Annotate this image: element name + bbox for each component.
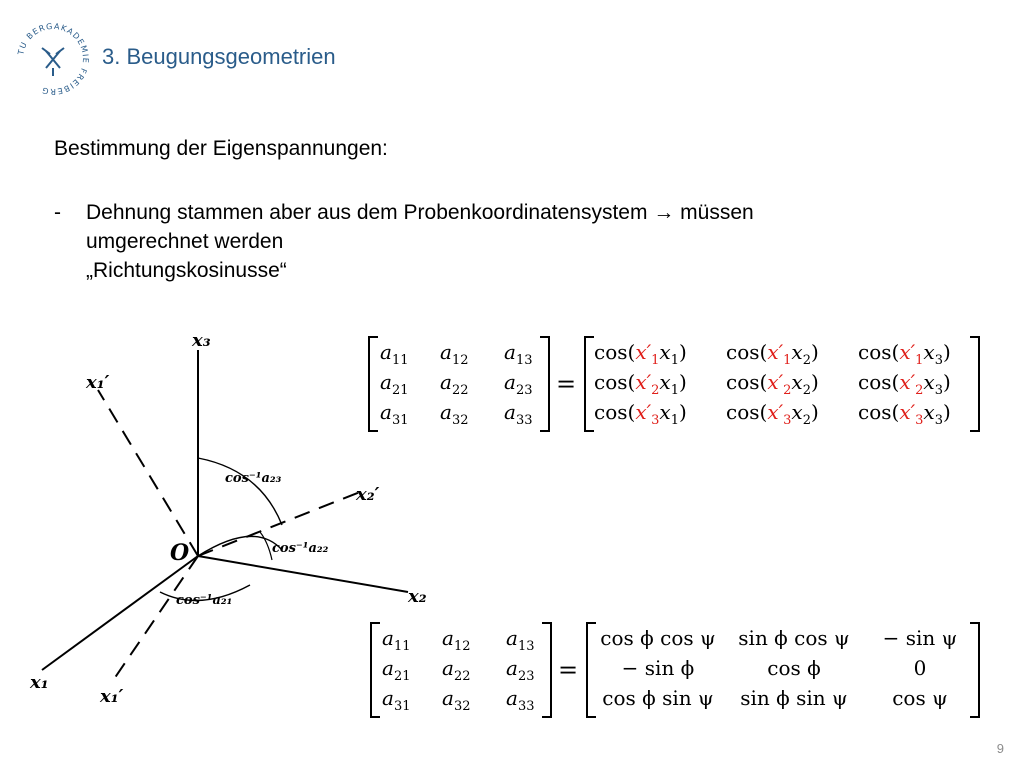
axis-x1	[41, 555, 199, 671]
cell-cos-11: cos(x′1x1)	[594, 340, 687, 368]
matrix-cos-top: cos(x′1x1) cos(x′1x2) cos(x′1x3) cos(x′2x1)…	[584, 336, 980, 432]
label-x2: x₂	[407, 586, 427, 607]
cell-a21: a21	[380, 370, 409, 398]
cell-a11: a11	[382, 626, 411, 654]
label-x1: x₁	[29, 672, 49, 693]
cell-a33: a33	[506, 686, 535, 714]
page-number: 9	[996, 741, 1004, 756]
cell-a32: a32	[440, 400, 469, 428]
arc-a22	[197, 535, 283, 557]
cell-r22: cos ϕ	[767, 656, 821, 680]
cell-cos-22: cos(x′2x2)	[726, 370, 819, 398]
cell-a31: a31	[380, 400, 409, 428]
matrix-a-top: a11 a12 a13 a21 a22 a23 a31 a32 a33	[368, 336, 550, 432]
cell-a23: a23	[506, 656, 535, 684]
label-x1-prime-lower: x₁′	[99, 686, 124, 707]
bullet-line-3: „Richtungskosinusse“	[86, 259, 287, 282]
bullet-line-2: umgerechnet werden	[86, 230, 284, 253]
cell-cos-23: cos(x′2x3)	[858, 370, 951, 398]
cell-a12: a12	[440, 340, 469, 368]
tu-freiberg-logo: TU BERGAKADEMIE FREIBERG	[16, 22, 89, 96]
cell-r12: sin ϕ cos ψ	[738, 626, 850, 650]
equals-sign-top: =	[556, 370, 577, 398]
slide-title: 3. Beugungsgeometrien	[102, 44, 336, 69]
bullet-line-1: Dehnung stammen aber aus dem Probenkoord…	[86, 201, 754, 224]
cell-r13: − sin ψ	[882, 626, 958, 650]
cell-a13: a13	[506, 626, 535, 654]
label-x3: x₃	[191, 330, 211, 351]
cell-cos-32: cos(x′3x2)	[726, 400, 819, 428]
matrix-angle-bottom: cos ϕ cos ψ sin ϕ cos ψ − sin ψ − sin ϕ …	[586, 622, 980, 718]
cell-cos-21: cos(x′2x1)	[594, 370, 687, 398]
cell-a21: a21	[382, 656, 411, 684]
cell-a33: a33	[504, 400, 533, 428]
cell-cos-13: cos(x′1x3)	[858, 340, 951, 368]
label-cos-a21: cos⁻¹a₂₁	[176, 593, 232, 608]
cell-r33: cos ψ	[892, 686, 948, 710]
equals-sign-bottom: =	[558, 656, 579, 684]
cell-r31: cos ϕ sin ψ	[602, 686, 714, 710]
label-cos-a23: cos⁻¹a₂₃	[225, 471, 282, 486]
cell-a32: a32	[442, 686, 471, 714]
axis-x2	[197, 555, 409, 593]
cell-cos-31: cos(x′3x1)	[594, 400, 687, 428]
cell-a22: a22	[440, 370, 469, 398]
cell-a12: a12	[442, 626, 471, 654]
cell-a23: a23	[504, 370, 533, 398]
cell-r11: cos ϕ cos ψ	[600, 626, 716, 650]
section-heading: Bestimmung der Eigenspannungen:	[54, 137, 388, 160]
cell-a22: a22	[442, 656, 471, 684]
cell-r23: 0	[913, 656, 927, 680]
cell-a13: a13	[504, 340, 533, 368]
direction-cosine-diagram: x₃ x₁′ x₂′ x₂ x₁ x₁′ O cos⁻¹a₂₃ cos⁻¹a₂₂…	[29, 330, 427, 707]
axis-x1-prime	[97, 389, 199, 557]
cell-a31: a31	[382, 686, 411, 714]
arc-a23	[197, 457, 283, 526]
cell-r32: sin ϕ sin ψ	[740, 686, 848, 710]
label-x2-prime: x₂′	[355, 484, 380, 505]
cell-cos-12: cos(x′1x2)	[726, 340, 819, 368]
matrix-a-bottom: a11 a12 a13 a21 a22 a23 a31 a32 a33	[370, 622, 552, 718]
bullet-dash: -	[54, 201, 61, 224]
arc-a21	[159, 584, 251, 602]
label-origin: O	[170, 540, 189, 566]
cell-cos-33: cos(x′3x3)	[858, 400, 951, 428]
hammer-pick-icon	[41, 47, 65, 76]
axis-x1-prime-lower	[111, 555, 199, 683]
cell-r21: − sin ϕ	[621, 656, 695, 680]
label-x1-prime: x₁′	[85, 372, 110, 393]
cell-a11: a11	[380, 340, 409, 368]
label-cos-a22: cos⁻¹a₂₂	[272, 541, 329, 556]
